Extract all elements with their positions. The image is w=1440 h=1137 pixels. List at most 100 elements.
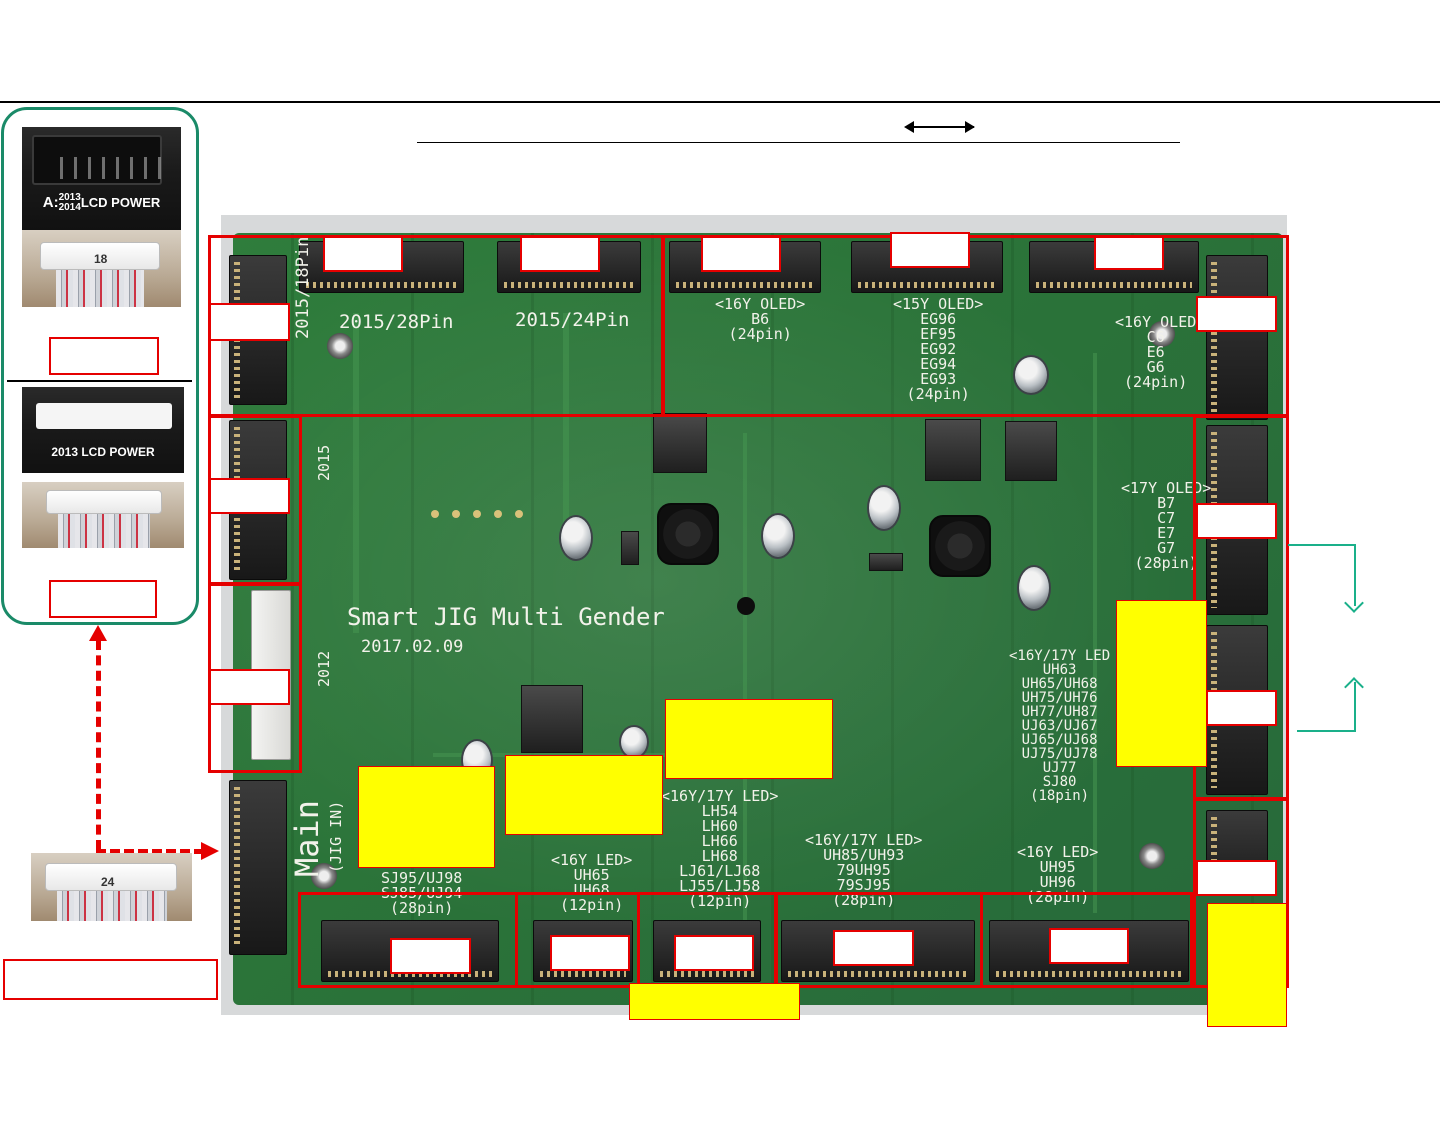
lcd-power-2013-header-photo: 2013 LCD POWER [22,387,184,473]
board-label-p16 [674,935,754,971]
regulator-chip [1005,421,1057,481]
frame-right-group [1193,415,1289,800]
title-underline [417,142,1180,143]
diode-d5 [621,531,639,565]
double-arrow-right-head-icon [965,121,975,133]
standoff-screw [311,863,337,889]
silk-board-date: 2017.02.09 [361,637,464,657]
board-label-p4 [209,303,290,341]
silk-oled17: <17Y OLED> B7 C7 E7 G7 (28pin) [1121,479,1212,572]
regulator-chip [925,419,981,481]
inductor-l2 [929,515,991,577]
callout-uh65 [505,755,663,835]
pcb-trace [743,433,747,933]
teal-connector-line [1354,544,1356,606]
silk-p6-label: 2015/24Pin [515,309,630,331]
lcd-power-18pin-cable-photo: 18 [22,230,181,307]
red-dashed-connector-line-horizontal [96,849,204,854]
standoff-screw [1149,321,1175,347]
capacitor [619,725,649,759]
silk-jig-in: (JIG IN) [327,800,345,873]
capacitor-c11 [761,513,795,559]
test-pad [452,510,460,518]
silk-led-uh85: <16Y/17Y LED> UH85/UH93 79UH95 79SJ95 (2… [805,831,923,909]
board-label-p15 [833,930,914,966]
teal-arrow-up-icon [1344,677,1364,697]
board-label-p11 [1196,503,1277,539]
inductor-l5 [657,503,719,565]
callout-lh [665,699,833,779]
cable-wires [58,514,150,548]
board-label-p3 [209,669,290,705]
red-arrow-right-icon [201,842,219,860]
silk-oled15: <15Y OLED> EG96 EF95 EG92 EG94 EG93 (24p… [893,295,984,403]
callout-bottom [629,983,800,1020]
capacitor-c12 [1013,355,1049,395]
callout-right-bottom [1207,903,1287,1027]
board-label-p18 [390,938,471,974]
callout-18pin [1116,600,1207,767]
regulator-chip [653,413,707,473]
cable-label-box-2 [49,580,157,618]
pcb-trace [563,313,569,533]
mounting-hole [737,597,755,615]
white-socket [36,403,172,429]
double-arrow-icon [906,126,974,128]
plug-body [46,490,162,514]
diode-d2 [869,553,903,571]
teal-connector-line [1288,544,1356,546]
cable-wires [57,891,167,921]
silk-main: Main [288,799,326,877]
plug-body [40,242,160,270]
test-pad [431,510,439,518]
cable-wires [56,270,144,307]
board-label-p12 [1206,690,1277,726]
header-photo-caption-2013: 2013 LCD POWER [51,445,155,459]
standoff-screw [327,333,353,359]
connector-p10 [1206,255,1268,420]
silk-2012-side: 2012 [315,650,333,687]
board-label-p9 [1094,236,1164,270]
frame-oled-group [662,235,1289,417]
capacitor-c7 [1017,565,1051,611]
silk-oled16-c6: <16Y OLED C6 E6 G6 (24pin) [1115,313,1197,391]
jig-cable-label-box [3,959,218,1000]
board-label-p14 [1049,928,1129,964]
silk-oled16-b6: <16Y OLED> B6 (24pin) [715,295,806,343]
board-label-p8 [890,232,970,268]
plug-pin-count: 18 [94,252,108,266]
pcb-trace [353,313,359,633]
silk-led-lh: <16Y/17Y LED> LH54 LH60 LH66 LH68 LJ61/L… [661,787,779,910]
connector-p1 [229,780,287,955]
relay-k3 [521,685,583,753]
capacitor-c5 [867,485,901,531]
board-label-p10 [1196,296,1277,332]
plug-pin-count: 24 [101,875,115,889]
header-divider-line [0,101,1440,103]
standoff-screw [1139,843,1165,869]
pcb [233,233,1283,1005]
silk-2015-side: 2015 [315,444,333,481]
jig-24pin-cable-photo: 24 [31,853,192,921]
board-label-p5 [323,236,403,272]
silk-p5-label: 2015/28Pin [339,311,454,333]
callout-sj95 [358,766,495,868]
test-pad [473,510,481,518]
header-photo-caption: A:2013 2014LCD POWER [42,192,161,213]
teal-arrow-down-icon [1344,593,1364,613]
teal-connector-line [1354,682,1356,732]
board-label-p17 [550,935,630,971]
board-label-p13 [1196,860,1277,896]
lcd-power-2013-cable-photo [22,482,184,548]
pcb-trace [1093,353,1097,913]
board-label-p6 [520,236,600,272]
silk-board-title: Smart JIG Multi Gender [347,603,665,631]
connector-socket [32,135,162,185]
red-dashed-connector-line [96,640,101,850]
cable-label-box-1 [49,337,159,375]
frame-p14 [980,892,1193,988]
red-arrow-up-icon [89,625,107,641]
board-label-p2 [209,478,290,514]
plug-body [45,863,177,891]
